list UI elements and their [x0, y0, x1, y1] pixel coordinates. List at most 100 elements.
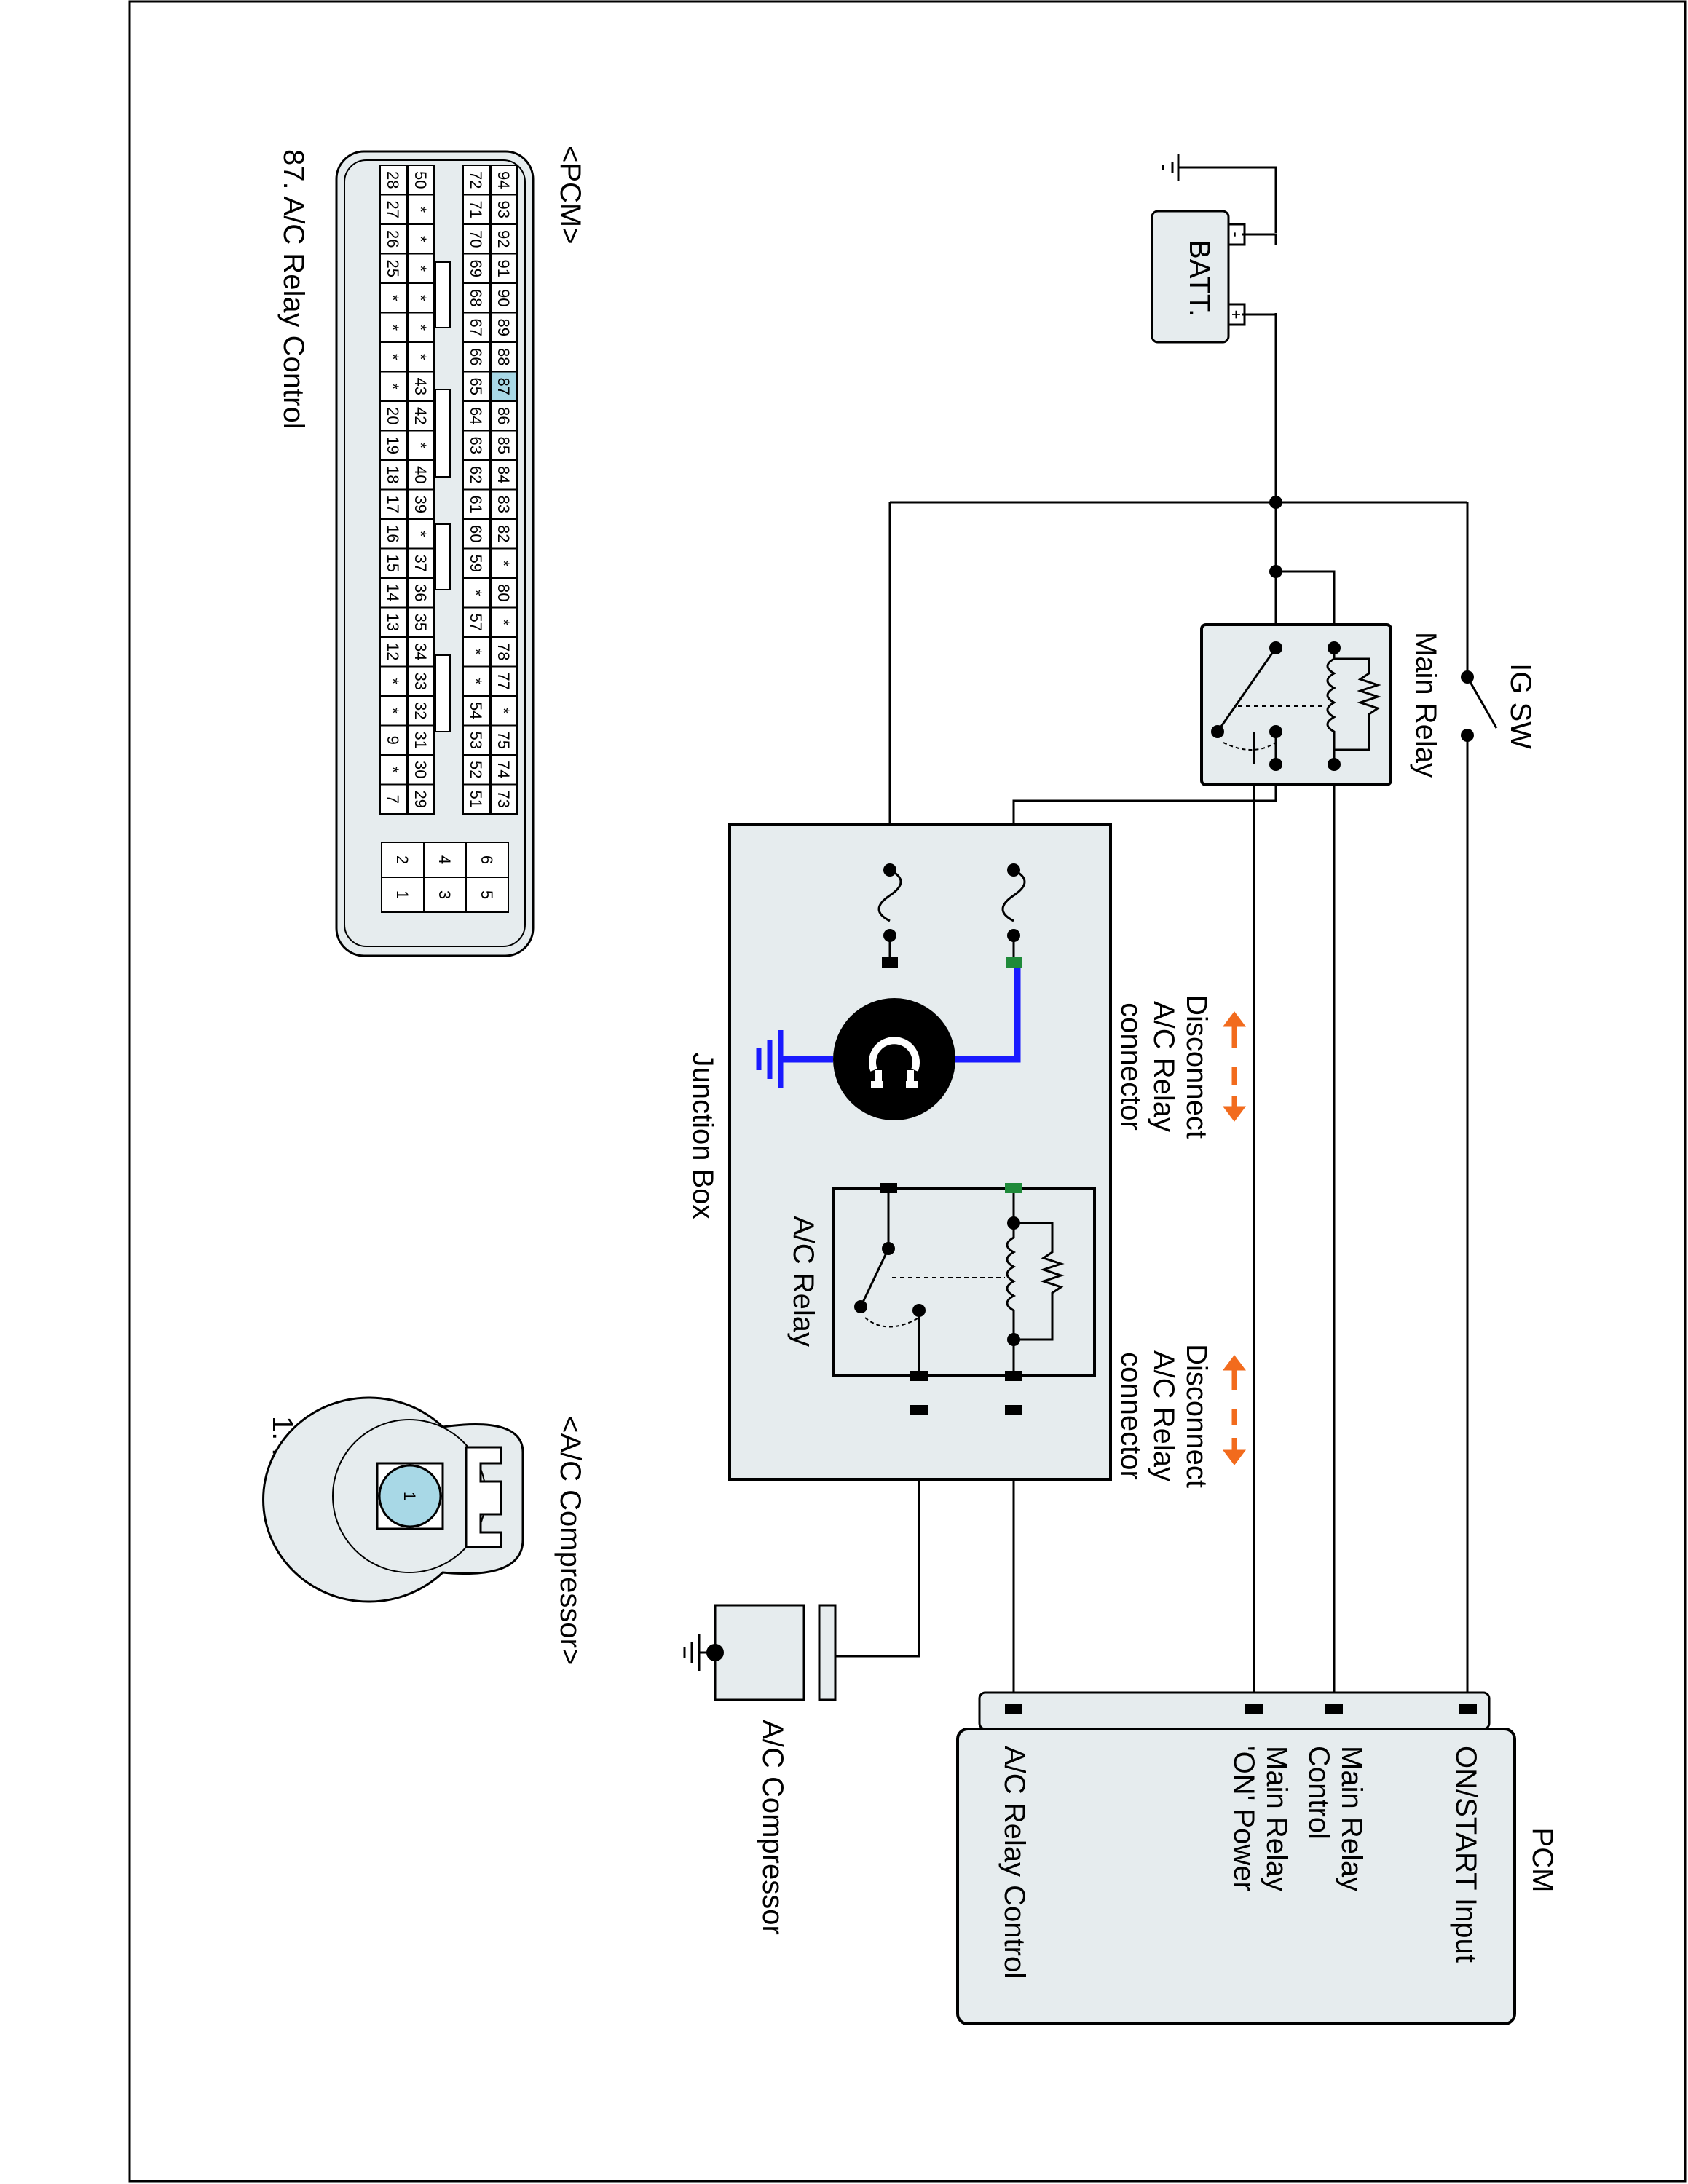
pcm-pin-cell	[462, 165, 490, 196]
pcm-pin-label: 39	[411, 496, 430, 513]
pcm-pin-label: 51	[467, 791, 485, 808]
pcm-pin-cell	[462, 606, 490, 638]
pcm-pin-label: 91	[494, 260, 513, 277]
pcm-pin-cell	[379, 282, 407, 314]
pcm-pin-cell	[379, 223, 407, 255]
pcm-pin-cell	[462, 783, 490, 815]
pcm-pin-label: *	[384, 767, 402, 773]
pcm-pin-cell	[407, 488, 435, 520]
svg-text:Disconnect: Disconnect	[1180, 1344, 1212, 1488]
pcm-pin-label: 72	[467, 171, 485, 189]
pcm-key-slot	[435, 654, 451, 732]
pcm-pin-cell	[407, 194, 435, 225]
pcm-pin-cell	[379, 783, 407, 815]
battery-label: BATT.	[1183, 240, 1215, 317]
ac-compressor: A/C Compressor	[683, 1604, 837, 1935]
pcm-connector-title: <PCM>	[554, 146, 586, 245]
pcm-pin-cell	[379, 488, 407, 520]
pcm-pin-label: 94	[494, 171, 513, 189]
pcm-pin-cell	[407, 223, 435, 255]
pcm-pin-cell	[490, 577, 518, 609]
disconnect-label-2: Disconnect A/C Relay connector	[1115, 1344, 1212, 1488]
pcm-pin-label: *	[384, 354, 402, 360]
pcm-pin-label: 90	[494, 289, 513, 306]
pcm-pin-cell	[490, 754, 518, 786]
pcm-pin-main-relay-control-1: Main Relay	[1336, 1746, 1368, 1891]
pcm-pin-label: 80	[494, 584, 513, 601]
pcm-pin-cell	[407, 282, 435, 314]
pcm-pin-cell	[379, 430, 407, 461]
pcm-key-slot	[435, 389, 451, 478]
pcm-pin-grid: 94939291908988878685848382*80*7877*75747…	[379, 165, 518, 913]
pcm-pin-cell	[462, 312, 490, 343]
pcm-pin-label: *	[411, 354, 430, 360]
pcm-pin-cell	[490, 253, 518, 284]
pcm-pin-cell	[462, 636, 490, 668]
pcm-pin-label: 4	[435, 855, 454, 864]
pcm-pin-cell	[379, 312, 407, 343]
pcm-pin-label: 69	[467, 260, 485, 277]
pcm-pin-cell	[381, 877, 425, 913]
pcm-pin-cell	[379, 194, 407, 225]
pcm-pin-label: 82	[494, 525, 513, 542]
pcm-pin-label: 3	[435, 890, 454, 899]
pcm-pin-label: 59	[467, 555, 485, 572]
pcm-pin-cell	[407, 783, 435, 815]
pcm-pin-label: 2	[393, 855, 411, 864]
ig-switch: IG SW	[1461, 663, 1537, 749]
pcm-pin-label: 35	[411, 614, 430, 631]
pcm-pin-cell	[379, 547, 407, 579]
compressor-connector-view: <A/C Compressor> 1. Power 1	[262, 1396, 586, 1665]
pcm-pin-label: 93	[494, 201, 513, 218]
pcm-pin-cell	[407, 341, 435, 373]
pcm-pin-label: *	[411, 531, 430, 537]
pcm-pin-label: 9	[384, 736, 402, 745]
pcm-pin-label: 18	[384, 466, 402, 483]
pcm-pin-label: 42	[411, 407, 430, 424]
pcm-pin-cell	[407, 695, 435, 727]
pcm-pin-label: 43	[411, 378, 430, 395]
pcm-pin-label: 5	[478, 890, 496, 899]
pcm-pin-label: 16	[384, 525, 402, 542]
pcm-connector-view: <PCM> 87. A/C Relay Control 949392919089…	[277, 146, 586, 957]
ac-compressor-label: A/C Compressor	[757, 1720, 789, 1935]
pcm-pin-label: *	[494, 560, 513, 566]
pcm-pin-label: 36	[411, 584, 430, 601]
pcm-pin-label: 77	[494, 673, 513, 690]
pcm-pin-cell	[407, 636, 435, 668]
pcm-key-slot	[435, 523, 451, 590]
pcm-pin-cell	[462, 459, 490, 491]
pcm-pin-label: *	[411, 265, 430, 272]
main-relay: Main Relay	[1200, 623, 1442, 786]
ig-sw-label: IG SW	[1504, 663, 1537, 749]
pcm-pin-label: 92	[494, 230, 513, 248]
main-relay-label: Main Relay	[1410, 632, 1442, 778]
page-border	[128, 0, 1687, 2183]
pcm-pin-cell	[462, 724, 490, 756]
pcm-pin-cell	[490, 459, 518, 491]
pcm-pin-label: 54	[467, 702, 485, 719]
pcm-pin-label: 63	[467, 437, 485, 454]
pcm-pin-label: *	[384, 708, 402, 714]
pcm-pin-label: 15	[384, 555, 402, 572]
pcm-pin-cell	[490, 194, 518, 225]
pcm-pin-label: 7	[384, 795, 402, 804]
pcm-pin-cell	[462, 547, 490, 579]
pcm-pin-label: 33	[411, 673, 430, 690]
pcm-pin-cell	[490, 223, 518, 255]
pcm-pin-label: *	[384, 295, 402, 301]
pcm-pin-label: 89	[494, 319, 513, 336]
pcm-pin-label: 13	[384, 614, 402, 631]
compressor-connector-title: <A/C Compressor>	[554, 1416, 586, 1665]
pcm-pin-cell	[407, 312, 435, 343]
pcm-pin-cell	[465, 877, 509, 913]
pcm-pin-cell	[407, 665, 435, 697]
pcm-pin-cell	[407, 253, 435, 284]
pcm-pin-label: 27	[384, 201, 402, 218]
pcm-pin-label: 68	[467, 289, 485, 306]
svg-text:A/C Relay: A/C Relay	[1148, 1001, 1180, 1132]
pcm-pin-cell	[490, 341, 518, 373]
pcm-pin-label: 84	[494, 466, 513, 483]
compressor-pin-1: 1	[401, 1492, 419, 1500]
pcm-pin-label: 65	[467, 378, 485, 395]
